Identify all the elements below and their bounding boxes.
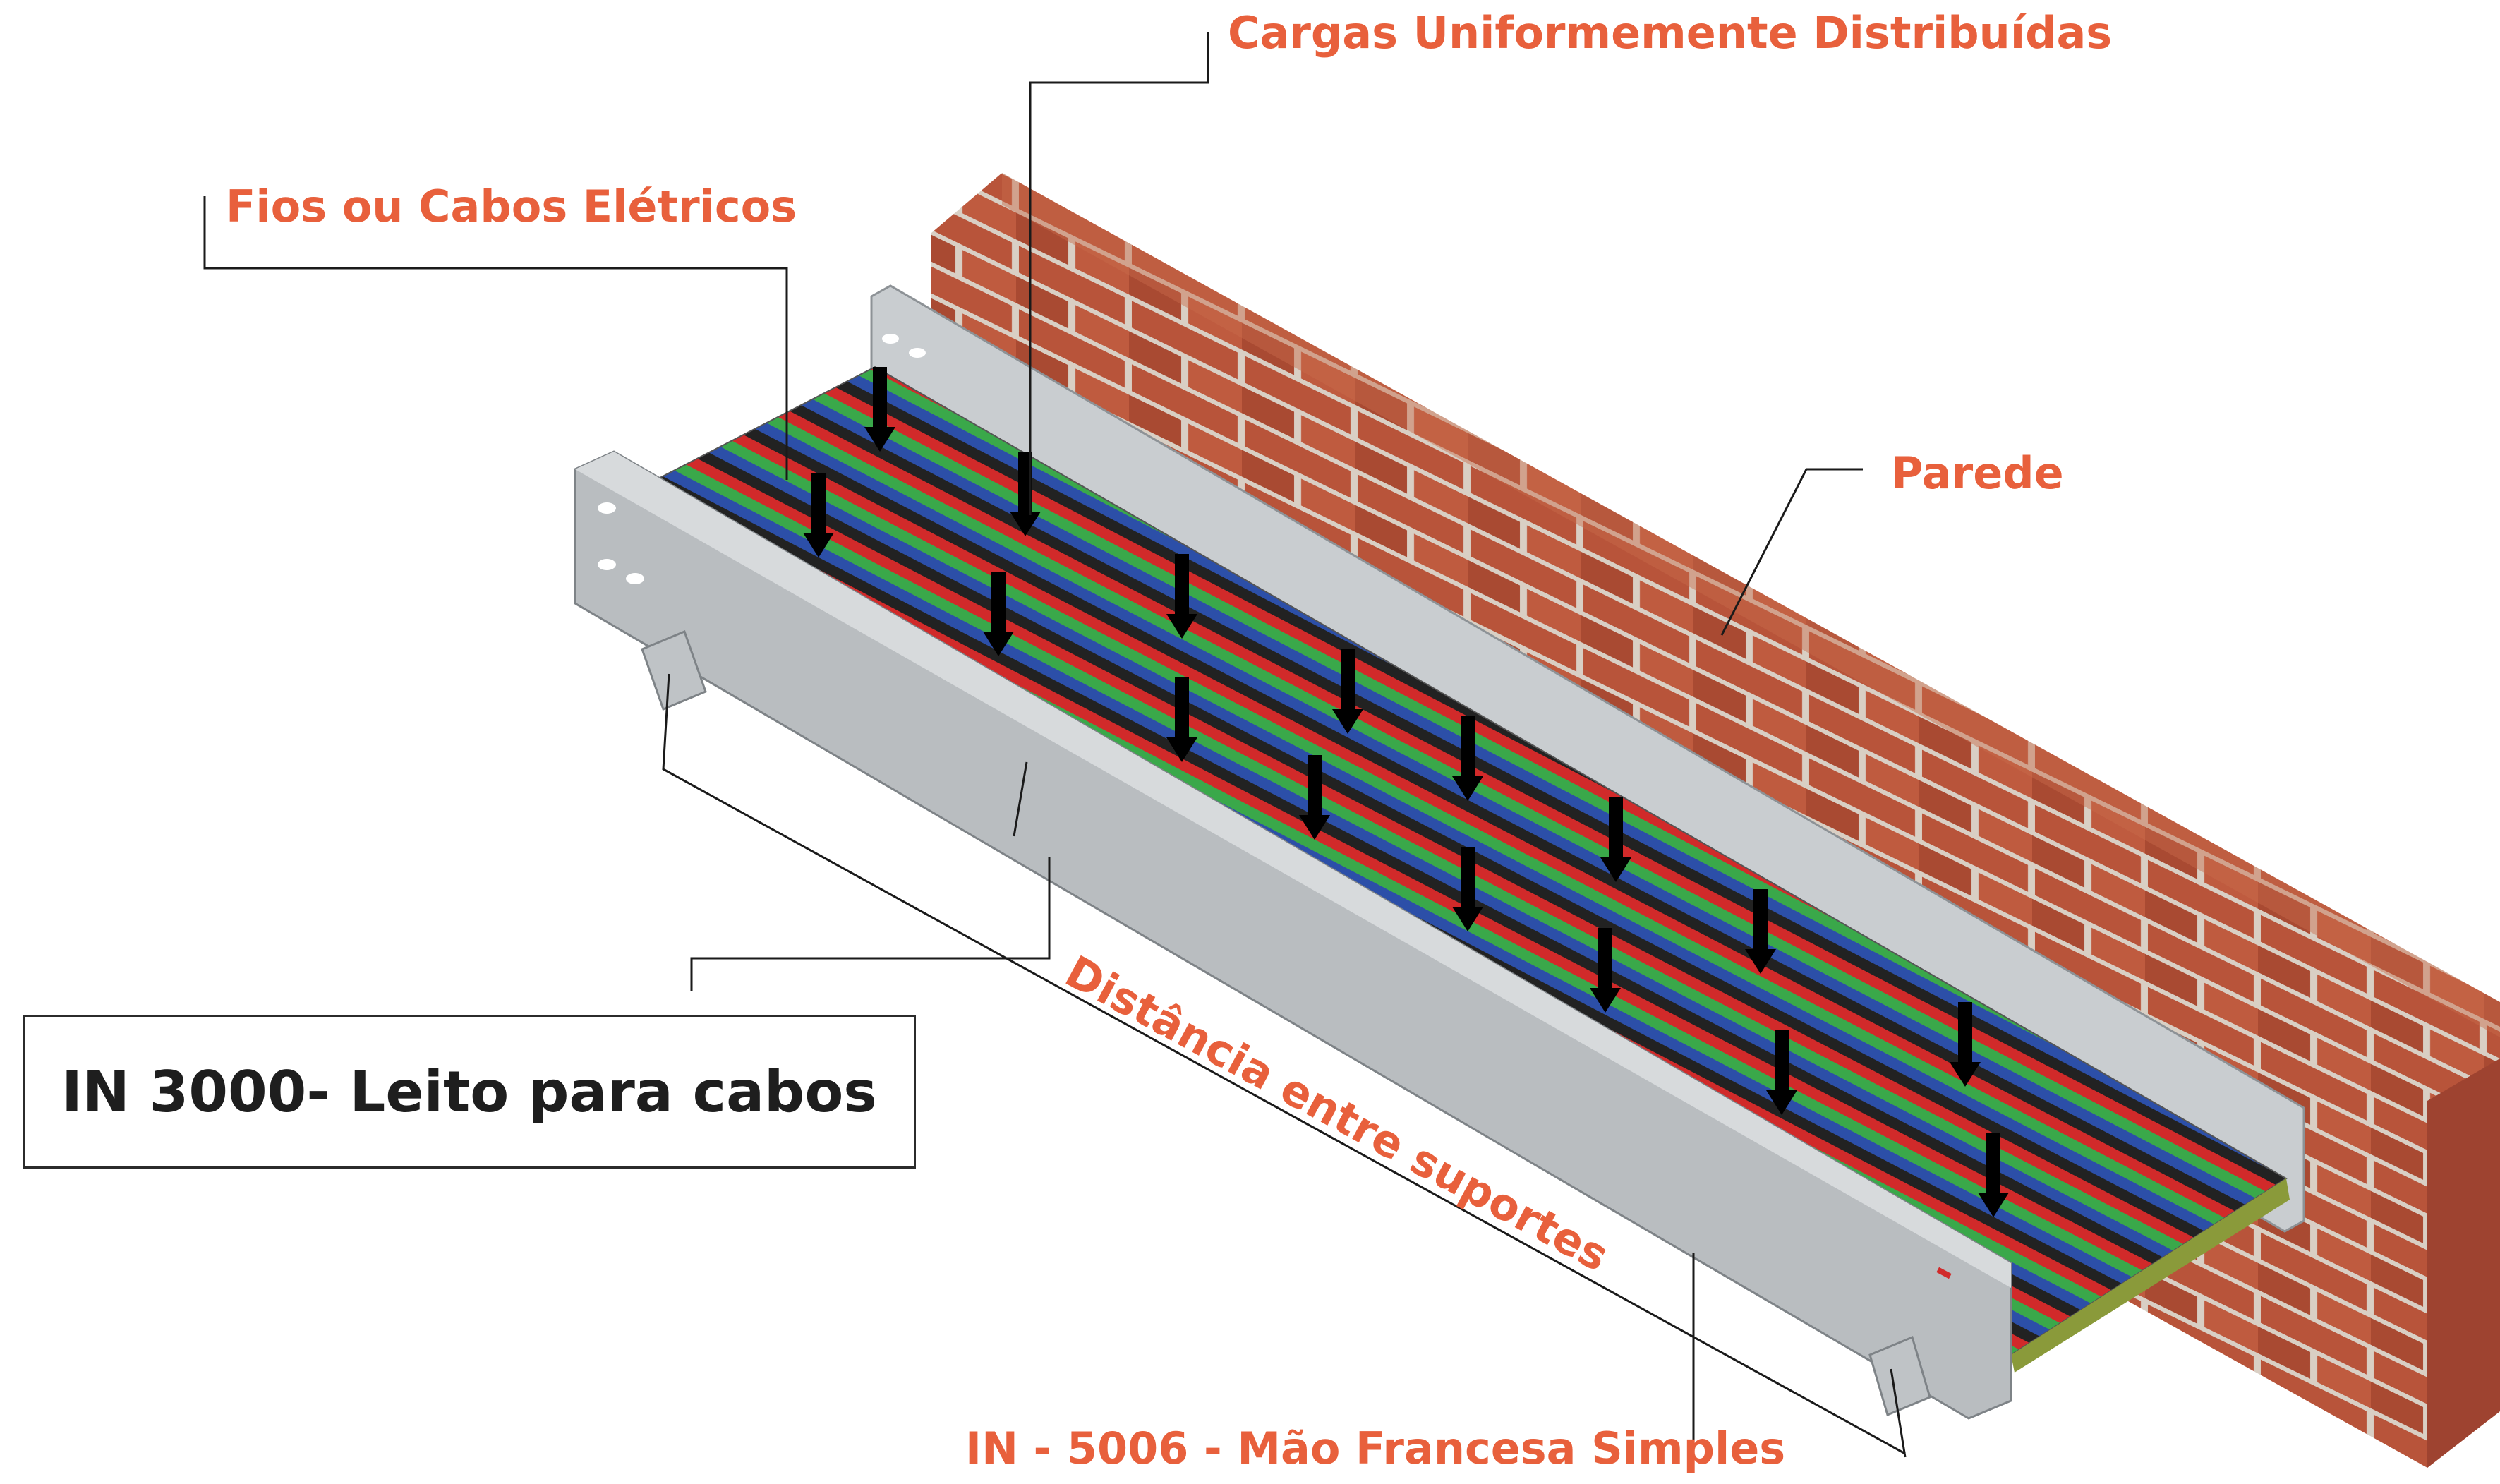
load-arrow [864, 367, 895, 452]
load-arrow [1950, 1002, 1981, 1087]
load-arrow [1452, 847, 1483, 931]
load-arrow [1745, 889, 1776, 974]
load-arrow [1299, 755, 1330, 840]
leader-tray-mid [1013, 761, 1028, 837]
leito-title-box: IN 3000- Leito para cabos [23, 1015, 916, 1169]
load-arrow [1590, 928, 1621, 1013]
load-arrow [1978, 1133, 2009, 1217]
label-fios: Fios ou Cabos Elétricos [226, 181, 797, 232]
load-arrow [1166, 677, 1197, 762]
label-parede: Parede [1891, 447, 2064, 499]
label-mao-francesa: IN - 5006 - Mão Francesa Simples [965, 1423, 1786, 1474]
leader-cargas [1029, 32, 1209, 515]
load-arrow [1766, 1030, 1797, 1115]
leader-bracket-right [1890, 1368, 1907, 1458]
load-arrow [1600, 797, 1631, 882]
load-arrow [803, 473, 834, 557]
leader-lines [203, 32, 1907, 1458]
label-cargas: Cargas Uniformemente Distribuídas [1228, 7, 2113, 59]
leader-fios [203, 196, 788, 480]
support-brackets [641, 630, 1931, 1417]
load-arrow [1332, 649, 1363, 734]
load-arrows [803, 367, 2009, 1217]
load-arrow [1166, 554, 1197, 639]
leito-title: IN 3000- Leito para cabos [61, 1058, 877, 1125]
leader-distancia [662, 673, 1906, 1455]
load-arrow [1010, 452, 1041, 536]
tray-front-rail [574, 450, 2012, 1420]
leader-leito [690, 857, 1051, 991]
leader-parede [1720, 468, 1863, 636]
load-arrow [1452, 716, 1483, 801]
load-arrow [983, 572, 1014, 656]
